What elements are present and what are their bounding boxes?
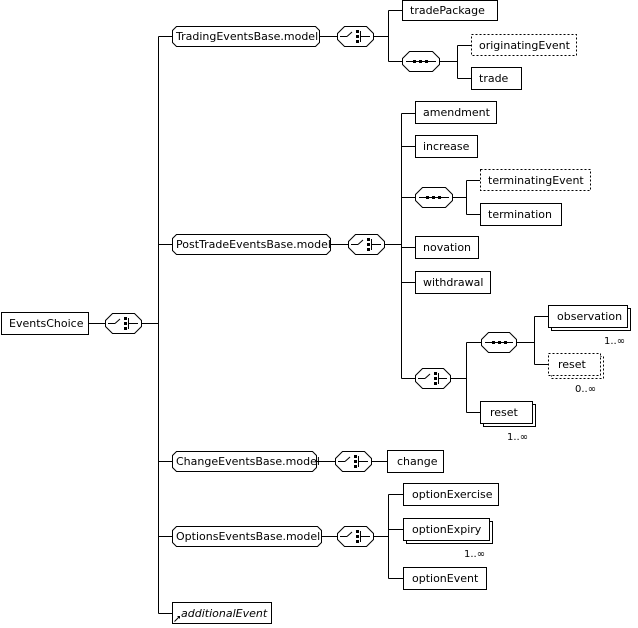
choice-compositor-icon	[337, 526, 374, 547]
svg-text:optionEvent: optionEvent	[412, 572, 479, 585]
root-element-eventschoice[interactable]: EventsChoice	[1, 312, 89, 335]
element-amendment[interactable]: amendment	[415, 101, 497, 124]
svg-text:termination: termination	[488, 208, 552, 221]
svg-text:novation: novation	[423, 241, 471, 254]
element-termination[interactable]: termination	[480, 203, 562, 226]
svg-text:optionExpiry: optionExpiry	[412, 523, 482, 536]
svg-text:reset: reset	[558, 358, 587, 371]
svg-text:1..∞: 1..∞	[604, 336, 625, 347]
svg-text:additionalEvent: additionalEvent	[181, 607, 268, 620]
group-tradingeventsbase-model[interactable]: TradingEventsBase.model	[172, 26, 320, 47]
element-originatingevent-optional[interactable]: originatingEvent	[471, 34, 577, 56]
element-observation-multi[interactable]: observation 1..∞	[548, 305, 631, 348]
svg-text:terminatingEvent: terminatingEvent	[488, 174, 584, 187]
svg-text:TradingEventsBase.model: TradingEventsBase.model	[175, 30, 318, 43]
element-novation[interactable]: novation	[415, 236, 479, 259]
connector-lines	[89, 10, 548, 614]
svg-text:PostTradeEventsBase.model: PostTradeEventsBase.model	[176, 238, 331, 251]
element-withdrawal[interactable]: withdrawal	[415, 271, 491, 294]
svg-text:optionExercise: optionExercise	[412, 488, 493, 501]
svg-text:observation: observation	[557, 310, 622, 323]
element-optionexercise[interactable]: optionExercise	[403, 483, 499, 506]
svg-text:1..∞: 1..∞	[507, 432, 528, 443]
svg-text:trade: trade	[479, 72, 509, 85]
choice-compositor-icon	[335, 451, 372, 472]
choice-compositor-icon	[348, 234, 385, 255]
element-optionevent[interactable]: optionEvent	[403, 567, 487, 590]
svg-text:change: change	[397, 455, 438, 468]
choice-compositor-icon	[415, 368, 451, 389]
svg-text:OptionsEventsBase.model: OptionsEventsBase.model	[176, 530, 320, 543]
any-element-additionalevent[interactable]: additionalEvent	[172, 602, 272, 624]
svg-text:originatingEvent: originatingEvent	[479, 39, 571, 52]
reference-arrow-icon	[174, 616, 180, 622]
sequence-compositor-icon	[402, 51, 440, 72]
group-changeeventsbase-model[interactable]: ChangeEventsBase.model	[172, 451, 320, 472]
svg-text:EventsChoice: EventsChoice	[9, 317, 84, 330]
element-tradepackage[interactable]: tradePackage	[402, 0, 498, 21]
svg-text:withdrawal: withdrawal	[423, 276, 483, 289]
element-terminatingevent-optional[interactable]: terminatingEvent	[480, 169, 591, 191]
svg-text:0..∞: 0..∞	[575, 384, 596, 395]
choice-compositor-icon	[337, 26, 374, 47]
sequence-compositor-icon	[481, 332, 517, 353]
element-optionexpiry-multi[interactable]: optionExpiry 1..∞	[403, 518, 493, 561]
svg-text:increase: increase	[423, 140, 470, 153]
element-increase[interactable]: increase	[415, 135, 478, 158]
svg-text:1..∞: 1..∞	[464, 549, 485, 560]
svg-text:ChangeEventsBase.model: ChangeEventsBase.model	[176, 455, 320, 468]
svg-text:reset: reset	[490, 406, 519, 419]
element-change[interactable]: change	[387, 450, 444, 473]
element-reset-multi[interactable]: reset 1..∞	[480, 401, 536, 444]
element-trade[interactable]: trade	[471, 67, 522, 90]
svg-text:tradePackage: tradePackage	[410, 4, 485, 17]
element-reset-optional-multi[interactable]: reset 0..∞	[548, 353, 604, 396]
sequence-compositor-icon	[415, 187, 453, 208]
svg-text:amendment: amendment	[423, 106, 491, 119]
group-optionseventsbase-model[interactable]: OptionsEventsBase.model	[172, 526, 322, 547]
choice-compositor-icon	[105, 313, 142, 334]
group-posttradeeventsbase-model[interactable]: PostTradeEventsBase.model	[172, 234, 331, 255]
